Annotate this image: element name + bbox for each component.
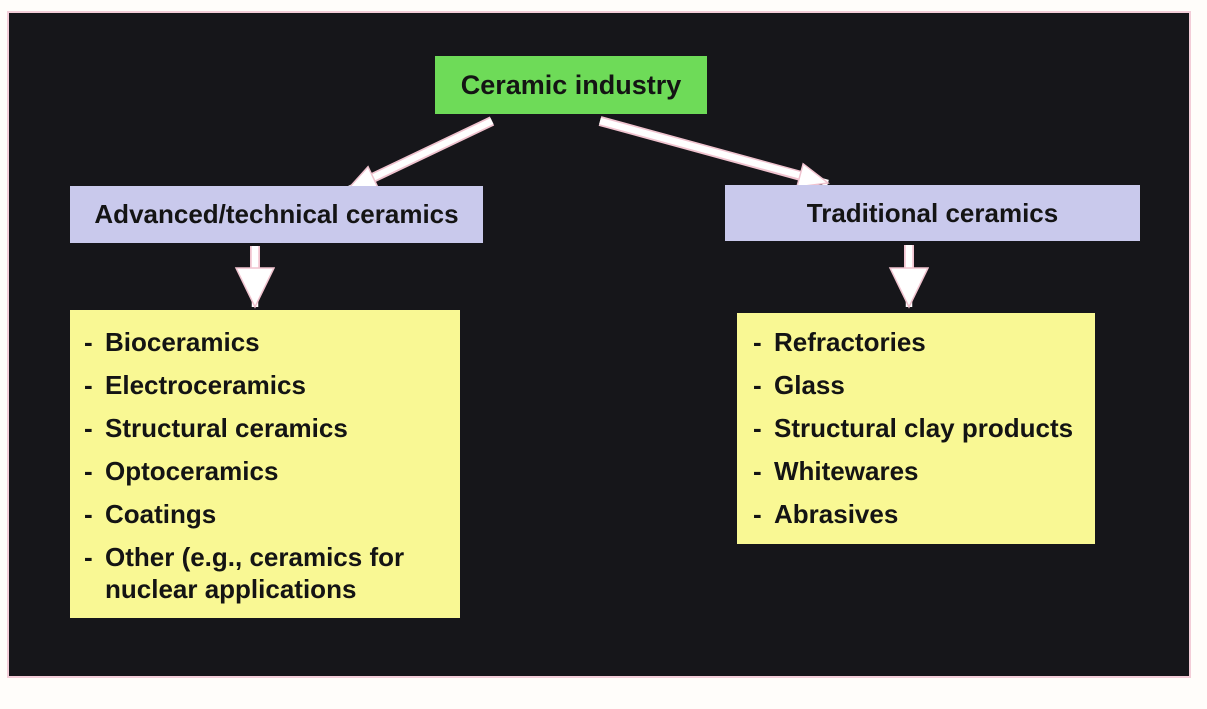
- list-item-label: Coatings: [105, 499, 217, 529]
- list-item: -Structural clay products: [753, 412, 1087, 444]
- list-item: -Glass: [753, 369, 1087, 401]
- list-item-label: Refractories: [774, 327, 926, 357]
- list-advanced-ceramics: -Bioceramics-Electroceramics-Structural …: [70, 310, 460, 618]
- node-traditional-ceramics-label: Traditional ceramics: [806, 197, 1059, 228]
- list-item-label: Other (e.g., ceramics for nuclear applic…: [105, 542, 405, 604]
- dash-bullet: -: [753, 327, 762, 357]
- node-ceramic-industry: Ceramic industry: [435, 56, 707, 114]
- list-item-label: Optoceramics: [105, 456, 279, 486]
- list-item: -Structural ceramics: [84, 412, 452, 444]
- list-item-label: Structural clay products: [774, 413, 1074, 443]
- node-traditional-ceramics: Traditional ceramics: [725, 185, 1140, 241]
- list-item: -Refractories: [753, 326, 1087, 358]
- list-item-label: Glass: [774, 370, 845, 400]
- list-item: -Other (e.g., ceramics for nuclear appli…: [84, 541, 452, 605]
- list-item-label: Electroceramics: [105, 370, 306, 400]
- dash-bullet: -: [84, 413, 93, 443]
- list-item: -Bioceramics: [84, 326, 452, 358]
- dash-bullet: -: [84, 370, 93, 400]
- dash-bullet: -: [753, 456, 762, 486]
- node-advanced-technical-ceramics: Advanced/technical ceramics: [70, 186, 483, 243]
- dash-bullet: -: [84, 456, 93, 486]
- dash-bullet: -: [84, 542, 93, 572]
- list-item-label: Bioceramics: [105, 327, 260, 357]
- dash-bullet: -: [753, 499, 762, 529]
- dash-bullet: -: [84, 499, 93, 529]
- list-item: -Optoceramics: [84, 455, 452, 487]
- list-item: -Coatings: [84, 498, 452, 530]
- list-item: -Electroceramics: [84, 369, 452, 401]
- dash-bullet: -: [84, 327, 93, 357]
- node-advanced-technical-ceramics-label: Advanced/technical ceramics: [94, 199, 459, 229]
- list-traditional-ceramics: -Refractories-Glass-Structural clay prod…: [737, 313, 1095, 544]
- list-item-label: Abrasives: [774, 499, 899, 529]
- list-item: -Abrasives: [753, 498, 1087, 530]
- node-ceramic-industry-label: Ceramic industry: [460, 69, 682, 100]
- list-item: -Whitewares: [753, 455, 1087, 487]
- dash-bullet: -: [753, 370, 762, 400]
- list-item-label: Structural ceramics: [105, 413, 348, 443]
- dash-bullet: -: [753, 413, 762, 443]
- list-item-label: Whitewares: [774, 456, 919, 486]
